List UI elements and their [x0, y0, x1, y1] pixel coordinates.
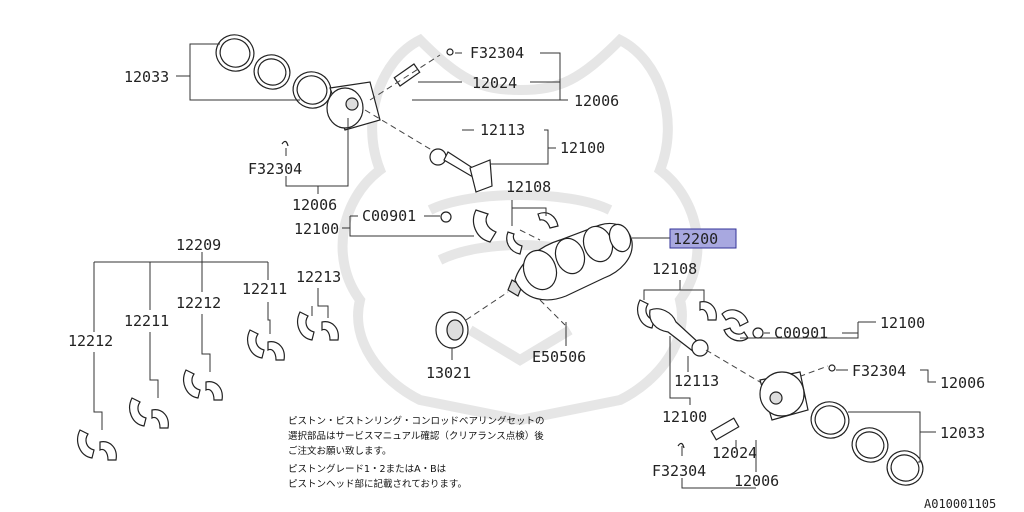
label-12006-top: 12006 — [574, 92, 619, 110]
piston-bottom — [759, 364, 836, 421]
piston-pin-top — [281, 48, 454, 147]
label-f32304-top: F32304 — [470, 44, 524, 62]
note-line-4: ピストングレード1・2またはA・Bは — [288, 463, 447, 475]
label-12006-bottom: 12006 — [734, 472, 779, 490]
piston-rings-bottom — [810, 401, 924, 486]
label-12209: 12209 — [176, 236, 221, 254]
crank-gear-13021 — [435, 291, 566, 349]
label-f32304-bottom: F32304 — [652, 462, 706, 480]
connecting-rod-bottom — [637, 299, 717, 357]
piston-pin-bottom — [677, 417, 740, 449]
label-12100-right: 12100 — [880, 314, 925, 332]
label-12212-mid: 12212 — [176, 294, 221, 312]
label-12108-top: 12108 — [506, 178, 551, 196]
label-f32304-right: F32304 — [852, 362, 906, 380]
connecting-rod-top — [429, 148, 497, 243]
label-12213: 12213 — [296, 268, 341, 286]
label-13021: 13021 — [426, 364, 471, 382]
label-e50506: E50506 — [532, 348, 586, 366]
label-12211-left: 12211 — [124, 312, 169, 330]
label-12006-left: 12006 — [292, 196, 337, 214]
label-12100-left: 12100 — [294, 220, 339, 238]
selection-note: ピストン・ピストンリング・コンロッドベアリングセットの 選択部品はサービスマニュ… — [288, 415, 545, 490]
label-12113-top: 12113 — [480, 121, 525, 139]
label-12024-top: 12024 — [472, 74, 517, 92]
piston-top — [326, 81, 381, 131]
note-line-1: ピストン・ピストンリング・コンロッドベアリングセットの — [288, 415, 545, 427]
label-12200[interactable]: 12200 — [673, 230, 718, 248]
label-12212-left: 12212 — [68, 332, 113, 350]
label-12033-top: 12033 — [124, 68, 169, 86]
crankshaft — [507, 222, 633, 301]
label-c00901-right: C00901 — [774, 324, 828, 342]
label-12033-bottom: 12033 — [940, 424, 985, 442]
label-12113-bottom: 12113 — [674, 372, 719, 390]
label-12211-right: 12211 — [242, 280, 287, 298]
label-12006-right: 12006 — [940, 374, 985, 392]
note-line-3: ご注文お願い致します。 — [288, 445, 392, 457]
label-12108-bottom: 12108 — [652, 260, 697, 278]
diagram-id: A010001105 — [924, 497, 996, 511]
label-12100-bottom: 12100 — [662, 408, 707, 426]
bearings-c00901-bottom — [721, 309, 764, 342]
label-c00901-left: C00901 — [362, 207, 416, 225]
label-12024-bottom: 12024 — [712, 444, 757, 462]
note-line-2: 選択部品はサービスマニュアル確認（クリアランス点検）後 — [288, 430, 544, 442]
bearings-12108-top — [506, 212, 559, 255]
note-line-5: ピストンヘッド部に記載されております。 — [288, 478, 467, 490]
bearing-shells-left — [77, 311, 339, 461]
highlight-12200 — [669, 228, 737, 249]
piston-rings-top — [215, 34, 332, 109]
label-f32304-left: F32304 — [248, 160, 302, 178]
label-12100-top: 12100 — [560, 139, 605, 157]
leader-lines — [93, 43, 936, 489]
